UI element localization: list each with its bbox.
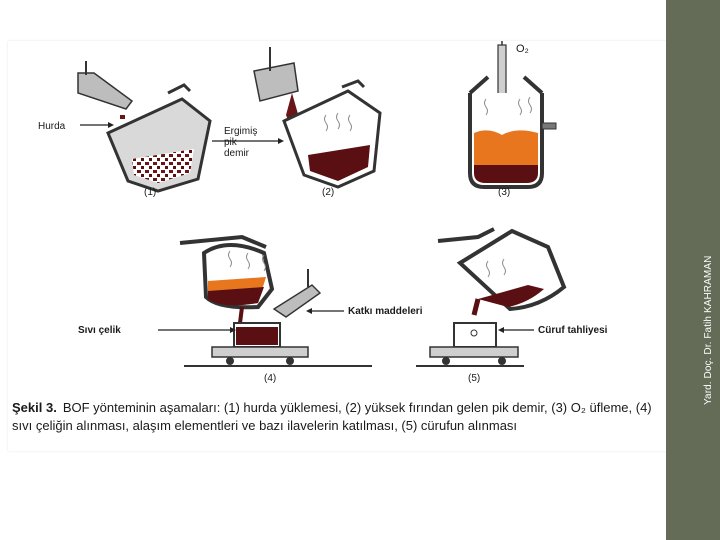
author-credit: Yard. Doç. Dr. Fatih KAHRAMAN [703,256,714,405]
label-katki-maddeleri: Katkı maddeleri [348,306,423,317]
label-hurda: Hurda [38,121,66,132]
step-number-3: (3) [498,187,510,198]
slag-stream [474,299,478,315]
caption-lead: Şekil 3. [12,400,57,415]
label-pik: pik [224,137,238,148]
step-4-tapping: Sıvı çelik Katkı maddeleri (4) [78,237,423,384]
step-number-4: (4) [264,373,276,384]
step-number-5: (5) [468,373,480,384]
scrap-chute [78,73,132,109]
label-ergimis: Ergimiş [224,126,257,137]
bof-diagram: Hurda (1) Ergimiş pik d [8,41,684,397]
figure-caption: Şekil 3.BOF yönteminin aşamaları: (1) hu… [12,399,662,435]
step-number-2: (2) [322,187,334,198]
label-o2: O₂ [516,43,529,55]
bof-figure: Hurda (1) Ergimiş pik d [8,41,684,451]
step-1-scrap-charging: Hurda (1) [38,61,210,198]
transfer-car-4 [212,347,308,357]
caption-text: BOF yönteminin aşamaları: (1) hurda yükl… [12,400,652,433]
label-demir: demir [224,148,250,159]
step-2-hot-metal: Ergimiş pik demir (2) [212,47,380,198]
additive-chute [274,285,320,317]
label-sivi-celik: Sıvı çelik [78,325,121,336]
transfer-car-5 [430,347,518,357]
slag-pot [454,323,496,347]
step-3-oxygen-blow: O₂ (3) [470,41,556,198]
label-curuf-tahliyesi: Cüruf tahliyesi [538,325,608,336]
step-5-slag-removal: Cüruf tahliyesi (5) [416,229,608,384]
step-number-1: (1) [144,187,156,198]
